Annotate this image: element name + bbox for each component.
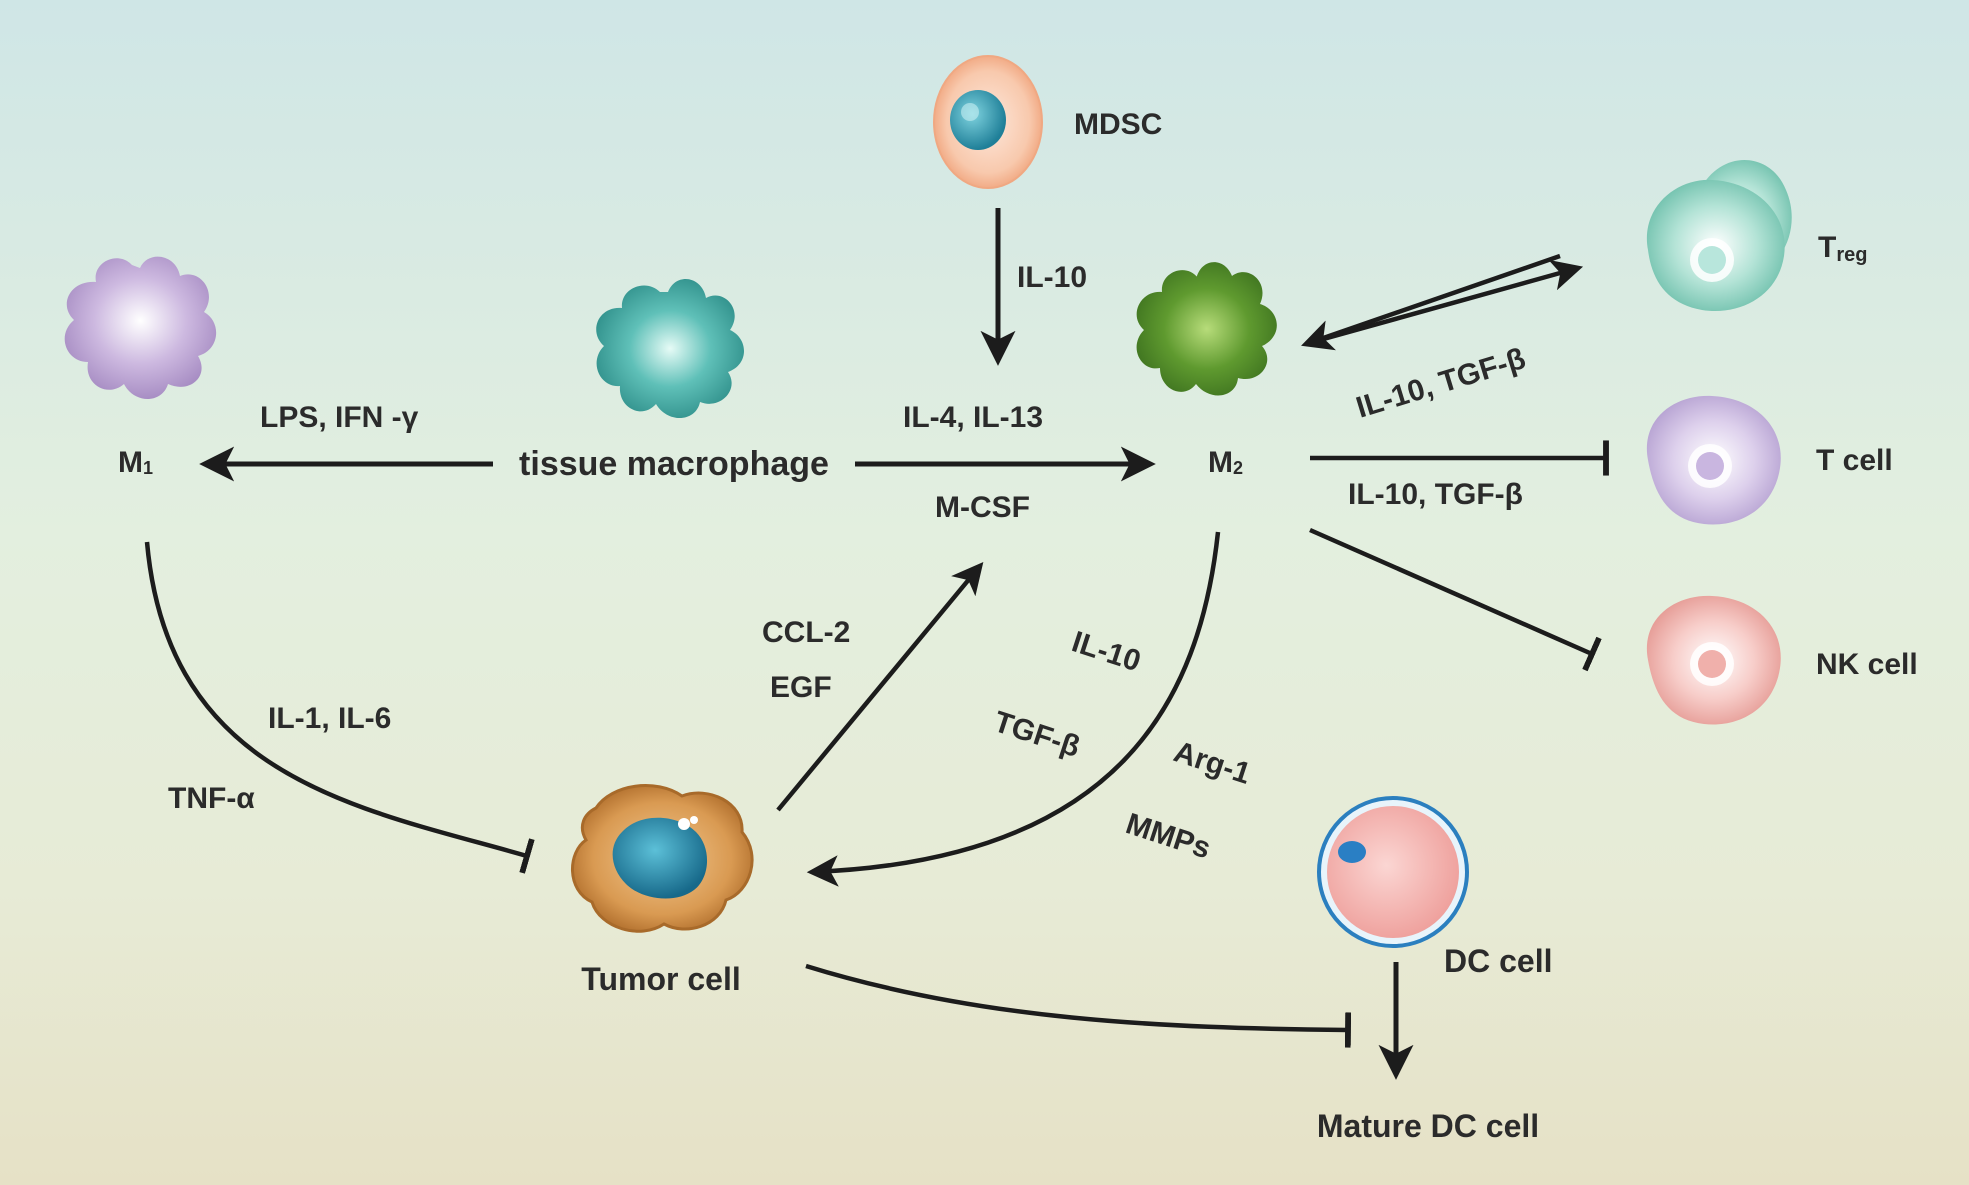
arrow-tumor-to-m2 xyxy=(776,561,984,812)
label-lps-ifn: LPS, IFN -γ xyxy=(260,401,419,434)
dc-cell-icon xyxy=(1317,796,1469,948)
inhibit-dc-maturation xyxy=(805,963,1352,1048)
label-m1: M1 xyxy=(118,446,153,479)
label-mature-dc-cell: Mature DC cell xyxy=(1317,1108,1539,1144)
m2-macrophage-icon xyxy=(1136,262,1277,396)
nk-cell-icon xyxy=(1646,595,1781,725)
label-ccl2: CCL-2 xyxy=(762,616,850,649)
label-treg: Treg xyxy=(1818,231,1867,266)
label-egf: EGF xyxy=(770,671,832,704)
label-tcell-il10-tgfb: IL-10, TGF-β xyxy=(1348,478,1523,511)
inhibit-nk-cell xyxy=(1309,527,1602,672)
label-mdsc-il10: IL-10 xyxy=(1017,261,1087,294)
label-tissue-macrophage: tissue macrophage xyxy=(519,445,829,483)
label-arg1: Arg-1 xyxy=(1170,735,1255,791)
label-tnfa: TNF-α xyxy=(168,782,255,815)
label-mmps: MMPs xyxy=(1122,807,1215,865)
label-m2-tgfb: TGF-β xyxy=(990,705,1084,764)
label-nk-cell: NK cell xyxy=(1816,648,1918,681)
label-mdsc: MDSC xyxy=(1074,108,1162,141)
m1-macrophage-icon xyxy=(64,256,217,399)
label-treg-il10-tgfb: IL-10, TGF-β xyxy=(1352,342,1529,425)
label-mcsf: M-CSF xyxy=(935,491,1030,524)
label-m2: M2 xyxy=(1208,446,1243,479)
label-dc-cell: DC cell xyxy=(1444,943,1552,979)
label-m2-il10: IL-10 xyxy=(1068,625,1145,678)
inhibit-tumor-from-m1 xyxy=(144,541,535,874)
arrow-m2-to-tumor xyxy=(806,531,1221,887)
arrow-treg-to-m2 xyxy=(1301,253,1561,351)
mdsc-cell-icon xyxy=(933,55,1043,189)
tumor-cell-icon xyxy=(571,784,754,933)
label-t-cell: T cell xyxy=(1816,444,1893,477)
arrow-m2-to-treg xyxy=(1319,259,1584,343)
label-tumor-cell: Tumor cell xyxy=(581,961,740,997)
label-il4-il13: IL-4, IL-13 xyxy=(903,401,1043,434)
treg-cell-icon xyxy=(1646,160,1792,312)
t-cell-icon xyxy=(1646,395,1781,525)
tissue-macrophage-icon xyxy=(596,279,744,419)
label-il1-il6: IL-1, IL-6 xyxy=(268,702,391,735)
